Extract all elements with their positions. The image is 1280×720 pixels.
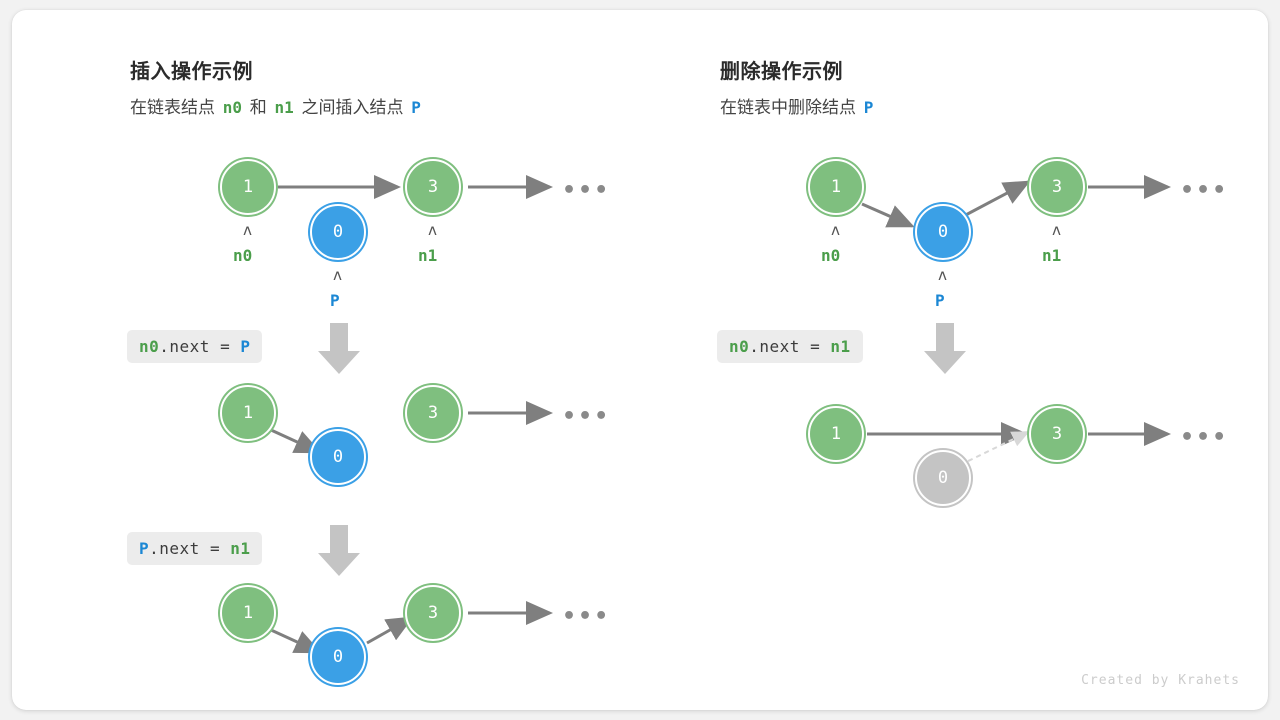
delete-step1-node-3: 3 bbox=[1029, 406, 1085, 462]
delete-step0-ellipsis: ••• bbox=[1180, 178, 1229, 203]
insert-step1-ellipsis: ••• bbox=[562, 404, 611, 429]
insert-code-chip-1: n0.next = P bbox=[127, 330, 263, 363]
delete-step0-label-p: P bbox=[935, 291, 945, 310]
insert-subtitle-n0: n0 bbox=[222, 98, 242, 117]
insert-code1-target: n0 bbox=[139, 337, 160, 356]
insert-step0-ellipsis: ••• bbox=[562, 178, 611, 203]
insert-code1-value: P bbox=[240, 337, 251, 356]
insert-step0-label-n0: n0 bbox=[233, 246, 253, 265]
insert-step2-node-1: 1 bbox=[220, 585, 276, 641]
insert-step0-node-p: 0 bbox=[310, 204, 366, 260]
credit-text: Created by Krahets bbox=[1081, 673, 1240, 688]
delete-step0-node-n1: 3 bbox=[1029, 159, 1085, 215]
insert-flow-arrow-1 bbox=[318, 323, 360, 374]
panel-insert-operation: 插入操作示例 在链表结点 n0 和 n1 之间插入结点 P bbox=[12, 10, 640, 710]
insert-step0-label-p: P bbox=[330, 291, 340, 310]
panel-delete-operation: 删除操作示例 在链表中删除结点 P 1 ʌ n0 0 ʌ P 3 ʌ n1 ••… bbox=[640, 10, 1268, 710]
delete-step0-node-n0: 1 bbox=[808, 159, 864, 215]
delete-code-value: n1 bbox=[830, 337, 851, 356]
insert-code2-target: P bbox=[139, 539, 150, 558]
delete-panel-title: 删除操作示例 bbox=[720, 61, 843, 83]
insert-step2-ellipsis: ••• bbox=[562, 604, 611, 629]
delete-links bbox=[861, 175, 1171, 466]
insert-code-chip-2: P.next = n1 bbox=[127, 532, 263, 565]
delete-step1-node-1: 1 bbox=[808, 406, 864, 462]
insert-subtitle-part2: 和 bbox=[249, 98, 267, 117]
insert-step1-node-3: 3 bbox=[405, 385, 461, 441]
delete-step0-caret-n0: ʌ bbox=[831, 221, 841, 239]
insert-subtitle-p: P bbox=[411, 98, 421, 117]
diagram-card: 插入操作示例 在链表结点 n0 和 n1 之间插入结点 P bbox=[12, 10, 1268, 710]
insert-step0-caret-p: ʌ bbox=[333, 266, 343, 284]
insert-step1-node-0: 0 bbox=[310, 429, 366, 485]
delete-code-middle: .next = bbox=[749, 337, 831, 356]
insert-subtitle-n1: n1 bbox=[274, 98, 294, 117]
delete-subtitle-p: P bbox=[863, 98, 874, 117]
delete-step0-label-n1: n1 bbox=[1042, 246, 1062, 265]
delete-code-target: n0 bbox=[729, 337, 750, 356]
insert-step0-label-n1: n1 bbox=[418, 246, 438, 265]
insert-subtitle-part3: 之间插入结点 bbox=[301, 98, 404, 117]
delete-step0-caret-n1: ʌ bbox=[1052, 221, 1062, 239]
insert-flow-arrow-2 bbox=[318, 525, 360, 576]
insert-code2-value: n1 bbox=[230, 539, 251, 558]
delete-step1-node-removed: 0 bbox=[915, 450, 971, 506]
insert-step2-node-3: 3 bbox=[405, 585, 461, 641]
delete-step1-ellipsis: ••• bbox=[1180, 425, 1229, 450]
insert-step0-caret-n0: ʌ bbox=[243, 221, 253, 239]
delete-panel-subtitle: 在链表中删除结点 P bbox=[720, 93, 876, 118]
delete-step0-label-n0: n0 bbox=[821, 246, 841, 265]
delete-step0-node-p: 0 bbox=[915, 204, 971, 260]
insert-panel-subtitle: 在链表结点 n0 和 n1 之间插入结点 P bbox=[130, 93, 424, 118]
delete-code-chip: n0.next = n1 bbox=[717, 330, 863, 363]
insert-code1-middle: .next = bbox=[159, 337, 241, 356]
insert-step0-node-n0: 1 bbox=[220, 159, 276, 215]
insert-code2-middle: .next = bbox=[149, 539, 231, 558]
delete-subtitle-part1: 在链表中删除结点 bbox=[720, 98, 856, 117]
insert-step1-node-1: 1 bbox=[220, 385, 276, 441]
insert-subtitle-part1: 在链表结点 bbox=[130, 98, 215, 117]
insert-step0-node-n1: 3 bbox=[405, 159, 461, 215]
delete-flow-arrow bbox=[924, 323, 966, 374]
insert-panel-title: 插入操作示例 bbox=[130, 61, 253, 83]
delete-step0-caret-p: ʌ bbox=[938, 266, 948, 284]
insert-step2-node-0: 0 bbox=[310, 629, 366, 685]
insert-step0-caret-n1: ʌ bbox=[428, 221, 438, 239]
